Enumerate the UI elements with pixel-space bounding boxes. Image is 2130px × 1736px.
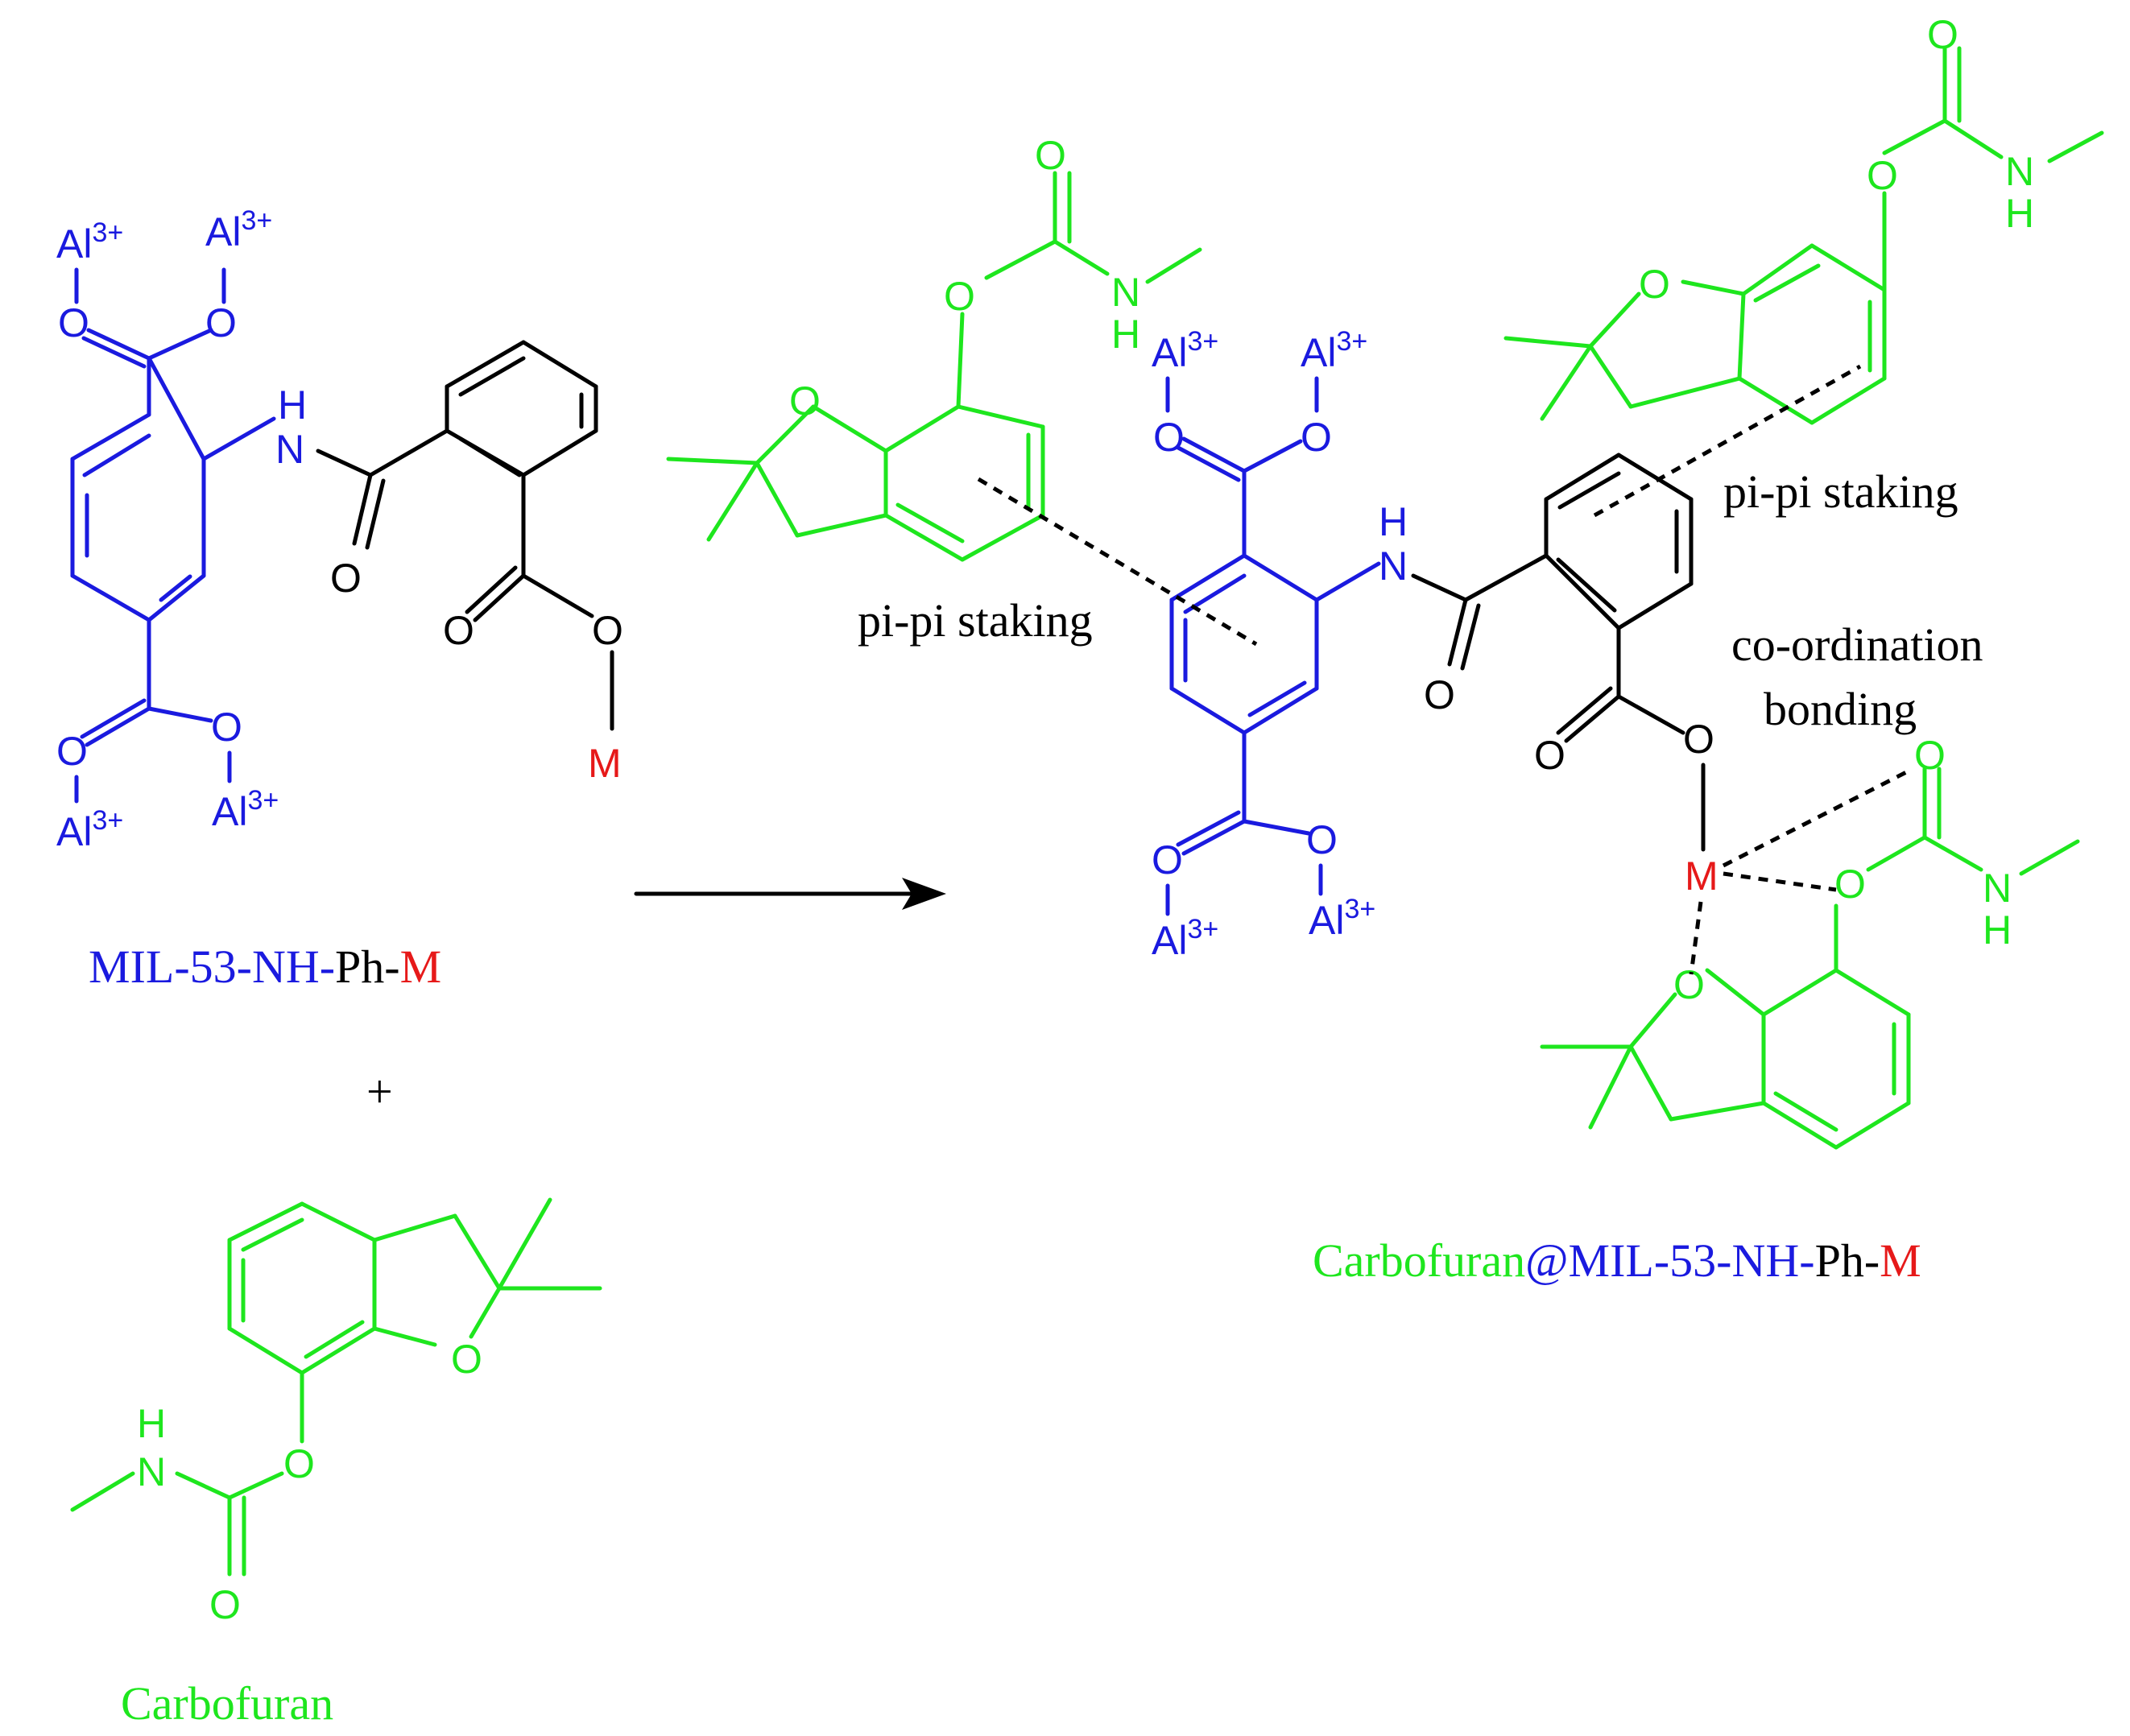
carbofuran-nh-h: H (137, 1401, 166, 1446)
pi-pi-stacking-label-left: pi-pi staking (858, 594, 1093, 647)
product-caption: Carbofuran@MIL-53-NH-Ph-M (1313, 1234, 1921, 1287)
reactant-carboxyl-o-double: O (443, 608, 474, 653)
coordination-bonding-label-line1: co-ordination (1731, 618, 1983, 671)
interaction-lines (977, 364, 1914, 975)
product-al-top-right: Al3+ (1301, 326, 1367, 375)
plus-sign: + (366, 1065, 393, 1118)
product-carbofuran-right-n: N (2005, 149, 2034, 194)
reactant-nh-n: N (275, 427, 304, 472)
reactant-al-top-left: Al3+ (56, 217, 123, 267)
pi-pi-stacking-label-right: pi-pi staking (1723, 465, 1958, 518)
product-carbofuran-left-ring-o: O (789, 378, 821, 424)
mil53-framework-linker (70, 267, 276, 804)
reaction-arrow (634, 878, 946, 910)
product-carbofuran-coordinated-ring-o: O (1673, 962, 1705, 1007)
product-al-bottom-right: Al3+ (1309, 894, 1375, 943)
carbofuran-carbonyl-o: O (209, 1582, 241, 1627)
reactant-o-top-right: O (205, 300, 237, 345)
product-carbofuran-left-carbonyl-o: O (1035, 133, 1066, 178)
product-al-top-left: Al3+ (1152, 326, 1218, 375)
reactant-carboxyl-o-single: O (592, 608, 623, 653)
product-al-bottom-left: Al3+ (1152, 914, 1218, 963)
product-carbofuran-left-ester-o: O (944, 274, 975, 319)
product-o-top-right: O (1301, 415, 1332, 460)
product-carboxyl-o-single: O (1683, 717, 1714, 762)
product-carbofuran-right-ester-o: O (1867, 153, 1898, 198)
product-ph-linker (1411, 453, 1706, 852)
reactant-al-top-right: Al3+ (205, 205, 272, 254)
product-carbofuran-right-ring-o: O (1639, 262, 1670, 307)
carbofuran-molecule (70, 1197, 602, 1577)
product-metal-m: M (1685, 854, 1718, 899)
carbofuran-ring-o: O (451, 1337, 482, 1382)
carbofuran-ester-o: O (283, 1441, 315, 1486)
product-o-bottom-left: O (1152, 837, 1183, 882)
product-nh-n: N (1379, 544, 1408, 589)
product-carbofuran-coordinated-ester-o: O (1834, 862, 1866, 907)
reactant-metal-m: M (588, 741, 622, 786)
product-carbofuran-coordinated-h: H (1983, 907, 2012, 953)
product-carbofuran-coordinated (1540, 767, 2080, 1150)
product-carbofuran-left (666, 171, 1202, 562)
product-carbofuran-right-carbonyl-o: O (1927, 12, 1958, 57)
carbofuran-caption: Carbofuran (121, 1677, 333, 1730)
reactant-o-top-left: O (58, 300, 89, 345)
reactant-o-bottom-left: O (56, 729, 88, 774)
coordination-bonding-label-line2: bonding (1764, 683, 1917, 735)
product-carbofuran-left-n: N (1111, 270, 1140, 315)
reactant-al-bottom-left: Al3+ (56, 805, 123, 854)
reactant-framework-caption: MIL-53-NH-Ph-M (89, 940, 441, 993)
product-carbofuran-right-h: H (2005, 191, 2034, 236)
product-carbofuran-right (1503, 46, 2104, 425)
reactant-amide-o: O (330, 556, 362, 601)
reactant-al-bottom-right: Al3+ (212, 785, 279, 834)
product-o-bottom-right: O (1306, 817, 1338, 862)
product-framework-linker (1165, 376, 1381, 916)
product-carbofuran-coordinated-n: N (1983, 866, 2012, 911)
product-carbofuran-left-h: H (1111, 312, 1140, 357)
product-carboxyl-o-double: O (1534, 733, 1565, 778)
product-o-top-left: O (1153, 415, 1185, 460)
ph-linker (316, 340, 614, 731)
product-nh-h: H (1379, 499, 1408, 544)
reactant-o-bottom-right: O (211, 705, 242, 750)
product-carbofuran-coordinated-carbonyl-o: O (1914, 733, 1946, 778)
carbofuran-nh-n: N (137, 1449, 166, 1494)
product-amide-o: O (1424, 672, 1455, 717)
reactant-nh-h: H (278, 382, 307, 428)
